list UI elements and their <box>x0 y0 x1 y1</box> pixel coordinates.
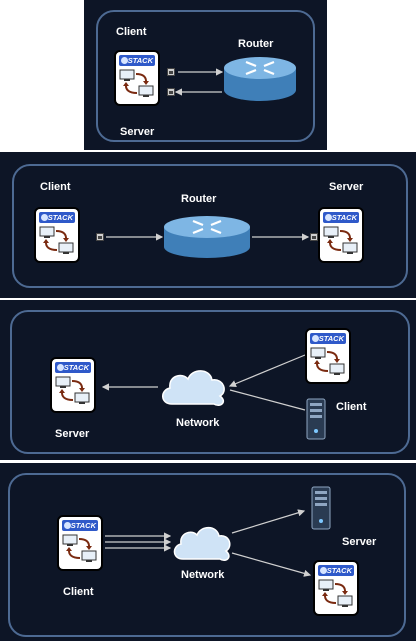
router-label: Router <box>238 38 274 50</box>
panel-frame <box>8 473 406 637</box>
estack-header: eSTACK <box>310 333 346 344</box>
estack-logo-icon <box>121 57 128 64</box>
server-label: Server <box>120 126 155 138</box>
network-port-icon <box>96 233 104 241</box>
estack-header: eSTACK <box>119 55 155 66</box>
estack-node-icon: eSTACK <box>57 515 103 571</box>
router-label: Router <box>181 193 217 205</box>
server-label: Server <box>342 536 377 548</box>
estack-header: eSTACK <box>55 362 91 373</box>
panel-frame <box>10 310 410 454</box>
cloud-icon <box>173 526 231 562</box>
panel-frame <box>12 164 408 288</box>
estack-node-icon: eSTACK <box>114 50 160 106</box>
estack-node-icon: eSTACK <box>305 328 351 384</box>
connection-wires <box>105 509 312 577</box>
router-icon <box>164 216 250 258</box>
diagram-panel-3: eSTACK Server Network eSTACK Client <box>0 300 416 460</box>
computer-loop-icon <box>119 69 154 97</box>
computer-loop-icon <box>318 579 353 607</box>
connection-wires <box>174 68 224 96</box>
estack-node-icon: eSTACK <box>313 560 359 616</box>
estack-header: eSTACK <box>62 520 98 531</box>
estack-logo-icon <box>325 214 332 221</box>
link-client-to-network <box>228 354 306 388</box>
estack-header: eSTACK <box>323 212 359 223</box>
estack-logo-icon <box>312 335 319 342</box>
estack-logo-icon <box>320 567 327 574</box>
network-label: Network <box>181 569 225 581</box>
computer-loop-icon <box>55 376 90 404</box>
client-label: Client <box>336 401 367 413</box>
estack-header: eSTACK <box>318 565 354 576</box>
link-network-to-tower <box>231 509 306 534</box>
diagram-panel-2: Client eSTACK Router Server eSTACK <box>0 152 416 298</box>
client-label: Client <box>63 586 94 598</box>
connection-wires <box>101 354 306 411</box>
panel-frame <box>96 10 315 142</box>
server-label: Server <box>329 181 364 193</box>
estack-node-icon: eSTACK <box>318 207 364 263</box>
computer-loop-icon <box>39 226 74 254</box>
estack-node-icon: eSTACK <box>50 357 96 413</box>
computer-loop-icon <box>310 347 345 375</box>
network-port-icon <box>167 88 175 96</box>
diagram-panel-4: eSTACK Client Network Server eSTACK <box>0 463 416 641</box>
connection-wires <box>106 233 310 241</box>
estack-logo-icon <box>57 364 64 371</box>
server-tower-icon <box>306 398 326 440</box>
cloud-icon <box>162 370 225 407</box>
server-label: Server <box>55 428 90 440</box>
estack-logo-icon <box>41 214 48 221</box>
server-tower-icon <box>311 486 331 530</box>
link-network-to-server <box>231 552 312 577</box>
client-label: Client <box>116 26 147 38</box>
network-label: Network <box>176 417 220 429</box>
computer-loop-icon <box>323 226 358 254</box>
router-icon <box>224 57 296 101</box>
network-port-icon <box>167 68 175 76</box>
link-tower-to-network <box>229 389 306 411</box>
estack-header: eSTACK <box>39 212 75 223</box>
computer-loop-icon <box>62 534 97 562</box>
estack-logo-icon <box>64 522 71 529</box>
estack-node-icon: eSTACK <box>34 207 80 263</box>
client-label: Client <box>40 181 71 193</box>
diagram-panel-1: Client eSTACK Server Router <box>84 0 327 150</box>
network-port-icon <box>310 233 318 241</box>
